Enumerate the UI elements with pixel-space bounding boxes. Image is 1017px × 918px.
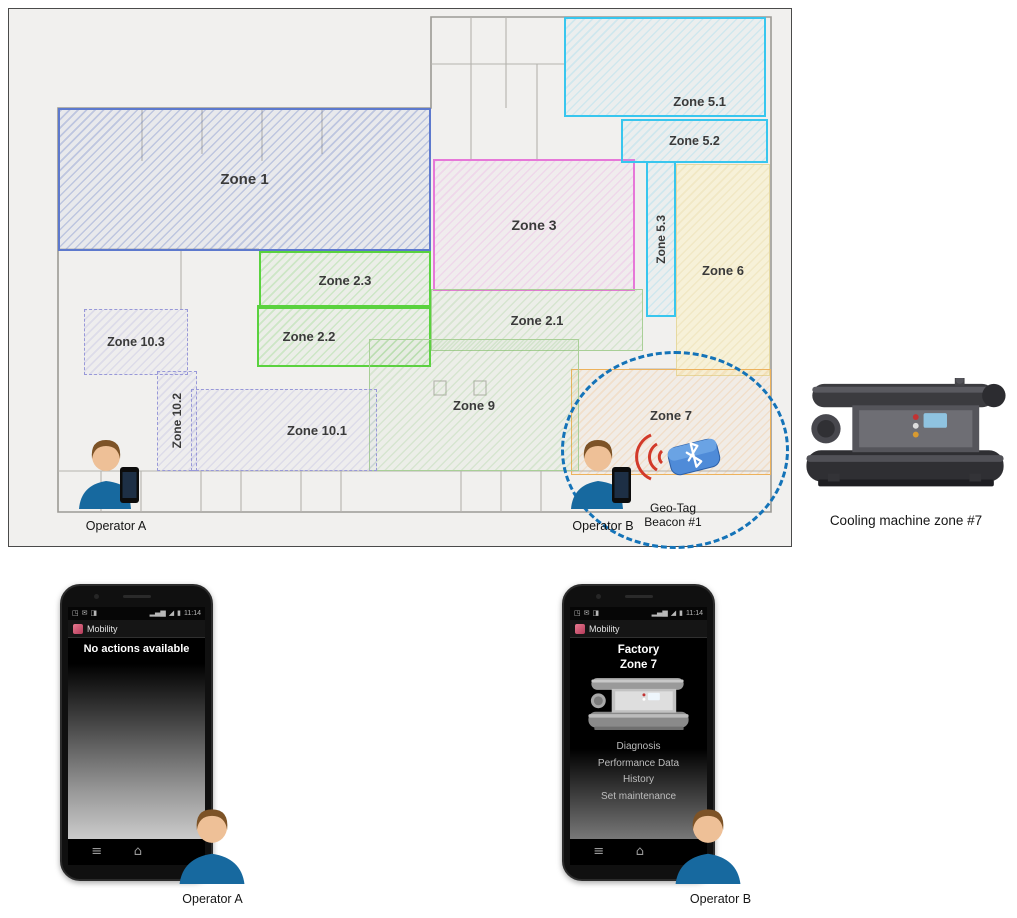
zone-3-label: Zone 3 bbox=[511, 217, 557, 233]
zone-10-3-label: Zone 10.3 bbox=[107, 335, 165, 349]
phone-a-app-bar: Mobility bbox=[68, 620, 205, 638]
phone-a-screen: ◳ ✉ ◨ ▂▄▆ ◢ ▮ 11:14 Mobility No actions … bbox=[68, 607, 205, 865]
menu-item-diagnosis[interactable]: Diagnosis bbox=[616, 741, 661, 752]
zone-2-2: Zone 2.2 bbox=[257, 305, 431, 367]
phone-a-nav-bar: ≡ ⌂ bbox=[68, 839, 205, 865]
screen-title: Factory Zone 7 bbox=[570, 638, 707, 673]
menu-item-performance-data[interactable]: Performance Data bbox=[597, 757, 680, 769]
status-time: 11:14 bbox=[686, 610, 703, 617]
geo-tag-beacon-icon bbox=[635, 433, 721, 481]
zone-6: Zone 6 bbox=[676, 164, 770, 376]
cooling-machine-image bbox=[806, 376, 1006, 487]
zone-2-3-label: Zone 2.3 bbox=[318, 272, 372, 288]
cooling-machine-caption: Cooling machine zone #7 bbox=[829, 513, 983, 528]
menu-item-history[interactable]: History bbox=[622, 774, 655, 785]
phone-a-caption: Operator A bbox=[182, 892, 243, 906]
notification-icon: ◳ bbox=[72, 609, 79, 617]
zone-6-label: Zone 6 bbox=[702, 262, 744, 278]
zone-9-label: Zone 9 bbox=[453, 397, 495, 413]
no-actions-message: No actions available bbox=[83, 643, 190, 655]
phone-operator-a: ◳ ✉ ◨ ▂▄▆ ◢ ▮ 11:14 Mobility No actions … bbox=[60, 584, 213, 881]
zone-2-1: Zone 2.1 bbox=[431, 289, 643, 351]
status-time: 11:14 bbox=[184, 610, 201, 617]
zone-5-1: Zone 5.1 bbox=[564, 17, 766, 117]
operator-b-map-label: Operator B bbox=[572, 519, 634, 533]
machine-thumbnail-image bbox=[587, 677, 689, 731]
action-menu: Diagnosis Performance Data History Set m… bbox=[570, 739, 707, 805]
mobility-app-icon bbox=[575, 623, 585, 634]
signal-icon: ▂▄▆ bbox=[651, 609, 668, 617]
beacon-label-line2: Beacon #1 bbox=[644, 515, 702, 529]
geofence-ellipse bbox=[561, 351, 789, 549]
zone-10-2: Zone 10.2 bbox=[157, 371, 197, 471]
zone-10-3: Zone 10.3 bbox=[84, 309, 188, 375]
app-title: Mobility bbox=[87, 623, 118, 634]
zone-10-2-label: Zone 10.2 bbox=[170, 393, 184, 449]
menu-nav-icon[interactable]: ≡ bbox=[593, 844, 605, 859]
zone-2-3: Zone 2.3 bbox=[259, 251, 431, 309]
beacon-label-line1: Geo-Tag bbox=[649, 501, 697, 515]
zone-10-1: Zone 10.1 bbox=[191, 389, 377, 471]
notification-icon: ◨ bbox=[592, 609, 600, 617]
screen-title-line2: Zone 7 bbox=[619, 659, 658, 671]
signal-icon: ▂▄▆ bbox=[149, 609, 166, 617]
phone-b-status-bar: ◳ ✉ ◨ ▂▄▆ ◢ ▮ 11:14 bbox=[570, 607, 707, 620]
operator-a-icon bbox=[79, 440, 139, 509]
zone-5-1-label: Zone 5.1 bbox=[673, 94, 726, 109]
operator-a-avatar bbox=[179, 809, 245, 884]
menu-item-set-maintenance[interactable]: Set maintenance bbox=[600, 790, 677, 802]
operator-b-icon bbox=[571, 440, 631, 509]
home-nav-icon[interactable]: ⌂ bbox=[133, 844, 143, 859]
zone-5-2-label: Zone 5.2 bbox=[669, 134, 720, 148]
mobility-app-icon bbox=[73, 623, 83, 634]
zone-9: Zone 9 bbox=[369, 339, 579, 471]
zone-3: Zone 3 bbox=[433, 159, 635, 291]
beacon-label: Geo-Tag Beacon #1 bbox=[609, 501, 737, 529]
floorplan: Zone 1 Zone 3 Zone 2.3 Zone 2.2 Zone 2.1… bbox=[8, 8, 792, 549]
zone-2-2-label: Zone 2.2 bbox=[282, 328, 336, 344]
signal-wave-icon bbox=[635, 433, 652, 481]
battery-icon: ▮ bbox=[177, 609, 181, 617]
operator-b-avatar bbox=[675, 809, 741, 884]
notification-icon: ◨ bbox=[90, 609, 98, 617]
phone-operator-b: ◳ ✉ ◨ ▂▄▆ ◢ ▮ 11:14 Mobility Factory Zon… bbox=[562, 584, 715, 881]
screen-title-line1: Factory bbox=[617, 644, 660, 656]
app-title: Mobility bbox=[589, 623, 620, 634]
sms-icon: ✉ bbox=[81, 609, 88, 617]
zone-2-1-label: Zone 2.1 bbox=[510, 312, 564, 328]
zone-1-label: Zone 1 bbox=[220, 171, 269, 188]
wifi-icon: ◢ bbox=[670, 609, 677, 617]
home-nav-icon[interactable]: ⌂ bbox=[635, 844, 645, 859]
sms-icon: ✉ bbox=[583, 609, 590, 617]
battery-icon: ▮ bbox=[679, 609, 683, 617]
phone-b-app-bar: Mobility bbox=[570, 620, 707, 638]
zone-5-2: Zone 5.2 bbox=[621, 119, 768, 163]
notification-icon: ◳ bbox=[574, 609, 581, 617]
zone-5-3-label: Zone 5.3 bbox=[654, 214, 668, 264]
zone-5-3: Zone 5.3 bbox=[646, 161, 676, 317]
zone-1: Zone 1 bbox=[58, 108, 431, 251]
phone-b-screen: ◳ ✉ ◨ ▂▄▆ ◢ ▮ 11:14 Mobility Factory Zon… bbox=[570, 607, 707, 865]
operator-a-map-label: Operator A bbox=[85, 519, 147, 533]
bluetooth-icon bbox=[685, 442, 703, 468]
phone-b-caption: Operator B bbox=[689, 892, 752, 906]
cooling-machine-figure: Cooling machine zone #7 bbox=[795, 376, 1017, 528]
phone-a-status-bar: ◳ ✉ ◨ ▂▄▆ ◢ ▮ 11:14 bbox=[68, 607, 205, 620]
wifi-icon: ◢ bbox=[168, 609, 175, 617]
menu-nav-icon[interactable]: ≡ bbox=[91, 844, 103, 859]
phone-b-nav-bar: ≡ ⌂ bbox=[570, 839, 707, 865]
zone-10-1-label: Zone 10.1 bbox=[287, 422, 347, 438]
machine-thumbnail bbox=[570, 673, 707, 739]
